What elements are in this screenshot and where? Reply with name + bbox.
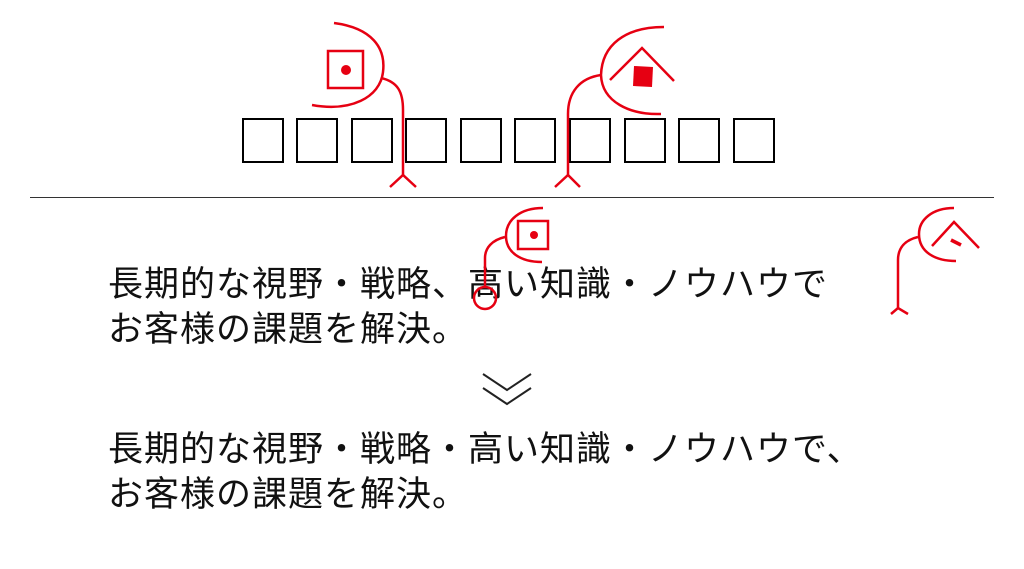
insert-caret xyxy=(389,173,417,188)
proof-mark-roof-top xyxy=(554,25,675,188)
roof-icon xyxy=(931,220,980,249)
square-dot-icon xyxy=(516,219,550,251)
placeholder-box xyxy=(569,118,611,163)
bracket-arc xyxy=(311,21,385,109)
before-line-2: お客様の課題を解決。 xyxy=(108,310,469,350)
leader-line xyxy=(896,235,919,309)
proof-mark-roof-text xyxy=(890,206,980,316)
placeholder-box xyxy=(351,118,393,163)
proof-mark-square-dot-text xyxy=(472,206,550,311)
filled-square-icon xyxy=(633,66,653,87)
double-chevron-down-icon xyxy=(482,373,532,406)
insert-caret xyxy=(554,173,581,188)
dot xyxy=(530,231,538,239)
placeholder-box xyxy=(405,118,447,163)
insert-caret xyxy=(890,306,909,316)
bracket-arc xyxy=(504,206,544,264)
placeholder-box xyxy=(460,118,502,163)
comma-mark xyxy=(950,238,962,247)
placeholder-box xyxy=(296,118,338,163)
placeholder-box xyxy=(514,118,556,163)
bracket-arc xyxy=(917,206,957,263)
leader-line xyxy=(380,76,405,175)
divider xyxy=(30,197,994,198)
bracket-arc xyxy=(599,25,665,116)
placeholder-box xyxy=(624,118,666,163)
dot xyxy=(341,65,351,75)
leader-line xyxy=(566,73,602,175)
circled-comma xyxy=(472,285,498,311)
placeholder-box xyxy=(733,118,775,163)
proof-mark-square-dot-top xyxy=(311,21,417,188)
leader-line xyxy=(483,235,506,287)
square-dot-icon xyxy=(326,49,365,90)
before-line-1: 長期的な視野・戦略、高い知識・ノウハウで xyxy=(108,265,829,305)
placeholder-box xyxy=(242,118,284,163)
roof-icon xyxy=(609,46,675,82)
after-line-1: 長期的な視野・戦略・高い知識・ノウハウで、 xyxy=(108,430,863,470)
placeholder-box xyxy=(678,118,720,163)
after-line-2: お客様の課題を解決。 xyxy=(108,475,469,515)
